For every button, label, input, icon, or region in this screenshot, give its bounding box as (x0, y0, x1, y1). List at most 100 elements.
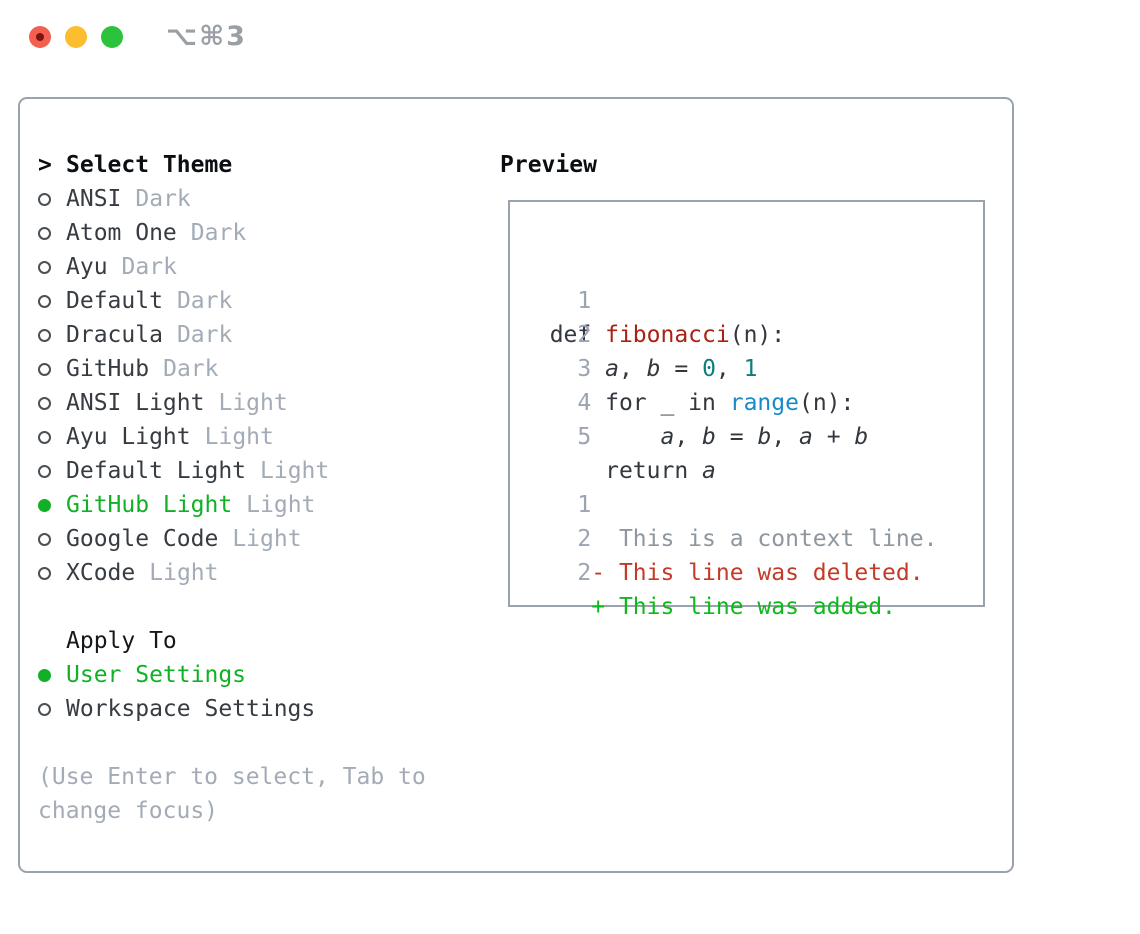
theme-name: Default Light (66, 458, 247, 484)
line-number: 2 (577, 560, 592, 586)
window-shortcut-label: ⌥⌘3 (166, 21, 247, 52)
spacer (38, 726, 426, 760)
radio-icon (38, 702, 66, 716)
theme-variant-tag: Dark (135, 186, 191, 212)
code-segment: = (660, 356, 703, 382)
code-segment: def (549, 322, 606, 348)
radio-icon (38, 226, 66, 240)
line-number: 2 (577, 526, 592, 552)
theme-option[interactable]: Ayu Dark (38, 250, 426, 284)
preview-pane: 1 def fibonacci(n): 2 a, b = 0, 1 3 for … (508, 200, 985, 620)
close-button[interactable] (29, 26, 51, 48)
theme-option[interactable]: Atom One Dark (38, 216, 426, 250)
code-segment: b (702, 424, 716, 450)
theme-variant-tag: Light (218, 390, 288, 416)
spacer (38, 590, 426, 624)
theme-name: Dracula (66, 322, 163, 348)
line-number: 2 (577, 322, 592, 348)
code-segment: - This line was deleted. (549, 560, 924, 586)
code-segment: return (549, 458, 703, 484)
code-segment: (n): (798, 390, 855, 416)
theme-option[interactable]: GitHub Light Light (38, 488, 426, 522)
code-line: 3 for _ in range(n): (522, 318, 983, 416)
theme-variant-tag: Light (260, 458, 330, 484)
apply-to-options: User Settings Workspace Settings (38, 658, 426, 726)
theme-variant-tag: Light (149, 560, 219, 586)
code-line: 1 This is a context line. (522, 454, 983, 552)
code-segment: 0 (702, 356, 716, 382)
theme-name: XCode (66, 560, 136, 586)
code-line: 2 + This line was added. (522, 522, 983, 620)
theme-option[interactable]: XCode Light (38, 556, 426, 590)
theme-name: ANSI (66, 186, 122, 212)
theme-name: Google Code (66, 526, 219, 552)
theme-option[interactable]: ANSI Light Light (38, 386, 426, 420)
line-number: 1 (577, 492, 592, 518)
theme-name: GitHub (66, 356, 150, 382)
theme-variant-tag: Light (232, 526, 302, 552)
code-segment: = (715, 424, 758, 450)
radio-icon (38, 498, 66, 512)
theme-option[interactable]: Google Code Light (38, 522, 426, 556)
theme-variant-tag: Dark (176, 288, 233, 314)
line-number: 5 (577, 424, 592, 450)
apply-to-title: Apply To (66, 628, 177, 654)
code-segment: fibonacci (605, 322, 730, 348)
apply-to-name: User Settings (66, 662, 247, 688)
theme-option[interactable]: Ayu Light Light (38, 420, 426, 454)
code-segment: , (771, 424, 800, 450)
code-segment: a (605, 356, 619, 382)
theme-name: ANSI Light (66, 390, 205, 416)
zoom-button[interactable] (101, 26, 123, 48)
code-segment: This is a context line. (549, 526, 938, 552)
radio-icon (38, 328, 66, 342)
radio-icon (38, 430, 66, 444)
theme-list-header: > Select Theme (38, 148, 426, 182)
code-segment: a (660, 424, 675, 450)
theme-name: GitHub Light (66, 492, 233, 518)
code-segment: for _ in (549, 390, 730, 416)
code-segment: + This line was added. (549, 594, 896, 620)
minimize-button[interactable] (65, 26, 87, 48)
apply-to-option[interactable]: User Settings (38, 658, 426, 692)
theme-list: > Select Theme ANSI Dark Atom One Dark A… (38, 148, 426, 828)
code-line: 1 def fibonacci(n): (522, 250, 983, 348)
theme-option[interactable]: Default Dark (38, 284, 426, 318)
code-segment: , (618, 356, 647, 382)
code-segment: b (757, 424, 772, 450)
radio-icon (38, 294, 66, 308)
code-line: 5 return a (522, 386, 983, 484)
theme-list-title: Select Theme (66, 152, 233, 178)
theme-option[interactable]: Default Light Light (38, 454, 426, 488)
radio-icon (38, 668, 66, 682)
line-number: 4 (577, 390, 592, 416)
theme-options: ANSI Dark Atom One Dark Ayu Dark Default… (38, 182, 426, 590)
code-segment: (n): (729, 322, 786, 348)
radio-icon (38, 362, 66, 376)
picker-panel: > Select Theme ANSI Dark Atom One Dark A… (18, 97, 1014, 873)
hint-line-1: (Use Enter to select, Tab to (38, 764, 426, 790)
theme-option[interactable]: GitHub Dark (38, 352, 426, 386)
code-line: 2 a, b = 0, 1 (522, 284, 983, 382)
radio-icon (38, 396, 66, 410)
code-segment: a (799, 424, 813, 450)
theme-variant-tag: Dark (190, 220, 247, 246)
modified-dot-icon (36, 33, 44, 41)
preview-title: Preview (500, 152, 597, 178)
apply-to-name: Workspace Settings (66, 696, 316, 722)
theme-option[interactable]: Dracula Dark (38, 318, 426, 352)
code-segment: range (729, 390, 799, 416)
code-preview: 1 def fibonacci(n): 2 a, b = 0, 1 3 for … (522, 250, 983, 620)
theme-option[interactable]: ANSI Dark (38, 182, 426, 216)
code-segment: , (674, 424, 703, 450)
line-number: 3 (577, 356, 592, 382)
theme-name: Default (66, 288, 163, 314)
apply-to-option[interactable]: Workspace Settings (38, 692, 426, 726)
theme-variant-tag: Light (246, 492, 316, 518)
radio-icon (38, 532, 66, 546)
apply-to-header: Apply To (38, 624, 426, 658)
radio-icon (38, 192, 66, 206)
hint-line-2: change focus) (38, 798, 219, 824)
code-segment: b (646, 356, 661, 382)
